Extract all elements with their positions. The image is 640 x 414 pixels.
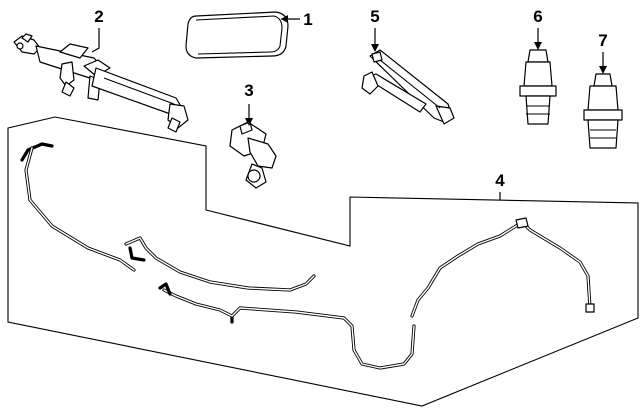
callout-4: 4: [495, 171, 505, 190]
hose-assembly-icon: [7, 116, 639, 407]
washer-nozzle-icon: [13, 28, 189, 133]
connector-icon: [229, 104, 277, 189]
check-valve-icon: [361, 28, 455, 125]
connector-fitting-icon: [583, 52, 623, 149]
callout-2: 2: [94, 7, 103, 26]
callout-6: 6: [533, 7, 542, 26]
connector-fitting-icon: [519, 28, 557, 125]
callout-1: 1: [303, 10, 312, 29]
cover-icon: [185, 11, 300, 59]
callout-7: 7: [598, 31, 607, 50]
callout-3: 3: [244, 81, 253, 100]
callout-5: 5: [370, 7, 379, 26]
